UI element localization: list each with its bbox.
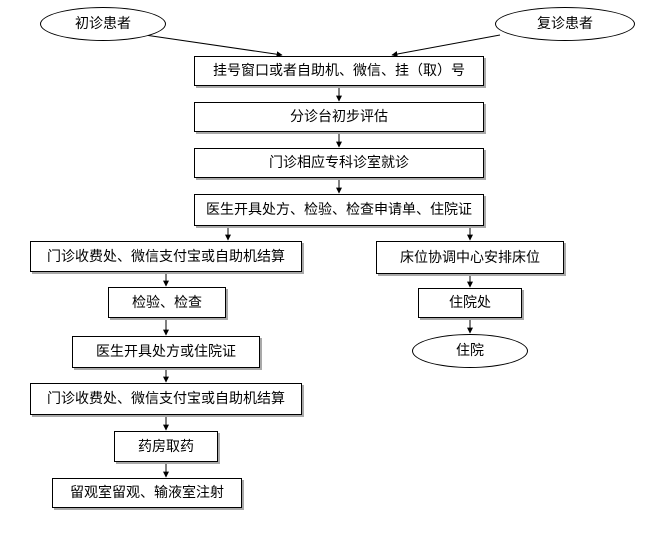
triage-label: 分诊台初步评估 bbox=[290, 109, 388, 125]
bed-coordination-label: 床位协调中心安排床位 bbox=[400, 249, 540, 266]
admission-office-node: 住院处 bbox=[418, 288, 522, 318]
clinic-visit-label: 门诊相应专科诊室就诊 bbox=[269, 155, 409, 171]
pharmacy-label: 药房取药 bbox=[138, 438, 194, 455]
return-visit-patient-label: 复诊患者 bbox=[537, 16, 593, 32]
payment-settlement-label-2: 门诊收费处、微信支付宝或自助机结算 bbox=[47, 391, 285, 407]
payment-settlement-label-1: 门诊收费处、微信支付宝或自助机结算 bbox=[47, 248, 285, 265]
clinic-visit-node: 门诊相应专科诊室就诊 bbox=[194, 148, 484, 178]
bed-coordination-node: 床位协调中心安排床位 bbox=[376, 241, 564, 274]
lab-exam-node: 检验、检查 bbox=[108, 287, 226, 318]
observation-node: 留观室留观、输液室注射 bbox=[52, 478, 242, 508]
doctor-orders-node: 医生开具处方、检验、检查申请单、住院证 bbox=[194, 194, 484, 226]
first-visit-patient-node: 初诊患者 bbox=[40, 7, 166, 41]
registration-node: 挂号窗口或者自助机、微信、挂（取）号 bbox=[194, 56, 484, 86]
doctor-prescription-label: 医生开具处方或住院证 bbox=[96, 344, 236, 360]
first-visit-patient-label: 初诊患者 bbox=[75, 16, 131, 32]
arrow-first-to-registration bbox=[144, 34, 283, 58]
hospitalization-label: 住院 bbox=[456, 343, 484, 359]
arrow-return-to-registration bbox=[391, 34, 501, 57]
pharmacy-node: 药房取药 bbox=[114, 431, 218, 462]
doctor-orders-label: 医生开具处方、检验、检查申请单、住院证 bbox=[206, 202, 472, 218]
admission-office-label: 住院处 bbox=[449, 295, 491, 311]
hospitalization-node: 住院 bbox=[412, 334, 528, 368]
payment-settlement-node-1: 门诊收费处、微信支付宝或自助机结算 bbox=[30, 241, 302, 272]
lab-exam-label: 检验、检查 bbox=[132, 294, 202, 311]
doctor-prescription-node: 医生开具处方或住院证 bbox=[72, 336, 260, 368]
registration-label: 挂号窗口或者自助机、微信、挂（取）号 bbox=[213, 63, 465, 79]
payment-settlement-node-2: 门诊收费处、微信支付宝或自助机结算 bbox=[30, 383, 302, 415]
return-visit-patient-node: 复诊患者 bbox=[495, 7, 635, 41]
triage-node: 分诊台初步评估 bbox=[194, 102, 484, 132]
observation-label: 留观室留观、输液室注射 bbox=[70, 485, 224, 501]
